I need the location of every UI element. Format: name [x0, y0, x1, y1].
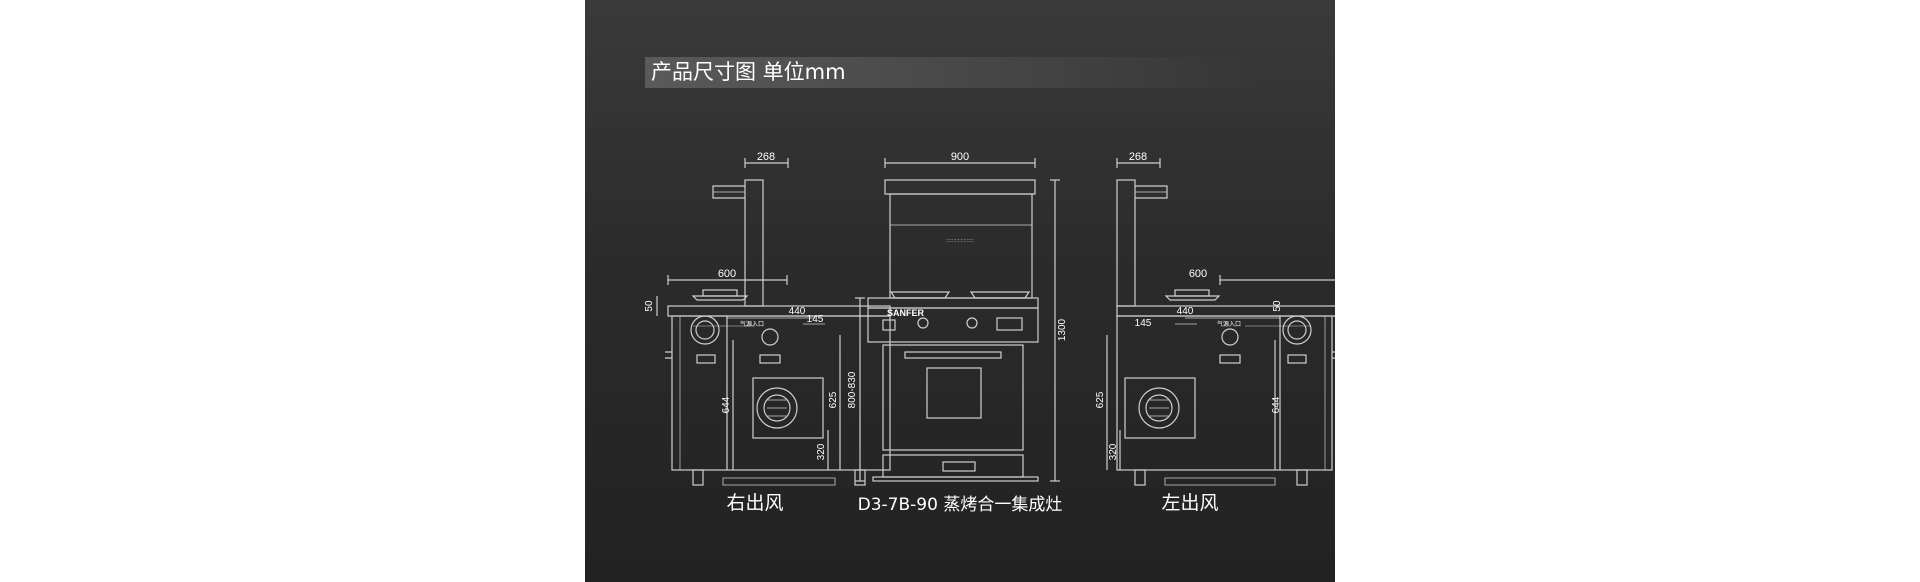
label-gas-inlet-left: 气源入口: [1217, 320, 1241, 328]
dim-145-right: 145: [807, 314, 824, 325]
dim-145-left: 145: [1135, 318, 1152, 329]
dim-268-left: 268: [1129, 151, 1147, 163]
dim-320-left: 320: [1108, 443, 1119, 460]
dim-440-left: 440: [1177, 306, 1194, 317]
product-dimension-panel: 产品尺寸图 单位mm: [585, 0, 1335, 582]
side-view-right-outlet: [656, 158, 891, 486]
dim-600-right: 600: [718, 268, 736, 280]
svg-text:∷∷∷∷∷∷∷∷∷: ∷∷∷∷∷∷∷∷∷: [946, 238, 975, 244]
page-title: 产品尺寸图 单位mm: [651, 60, 846, 84]
dim-625-right: 625: [828, 391, 839, 408]
dim-625-left: 625: [1095, 391, 1106, 408]
dim-50-left: 50: [1272, 300, 1283, 312]
dimension-drawing: 268 600 50 440 145 气源入口 644 625 320 ∷∷∷∷…: [644, 151, 1335, 486]
dim-800-830: 800-830: [847, 371, 858, 408]
caption-right-outlet: 右出风: [726, 492, 784, 514]
dim-1300: 1300: [1057, 318, 1068, 341]
dim-600-left: 600: [1189, 268, 1207, 280]
caption-model: D3-7B-90 蒸烤合一集成灶: [857, 495, 1063, 515]
side-view-left-outlet: [1106, 158, 1335, 486]
dim-50-right: 50: [644, 300, 655, 312]
dim-644-right: 644: [721, 396, 732, 413]
dim-644-left: 644: [1271, 396, 1282, 413]
dim-268-right: 268: [757, 151, 775, 163]
title-bar: 产品尺寸图 单位mm: [645, 57, 1260, 88]
dim-900: 900: [951, 151, 969, 163]
front-view: ∷∷∷∷∷∷∷∷∷: [855, 158, 1060, 482]
brand-logo: SANFER: [887, 308, 925, 318]
caption-left-outlet: 左出风: [1161, 492, 1219, 514]
dim-320-right: 320: [816, 443, 827, 460]
dim-440-right: 440: [789, 306, 806, 317]
label-gas-inlet-right: 气源入口: [740, 320, 764, 328]
